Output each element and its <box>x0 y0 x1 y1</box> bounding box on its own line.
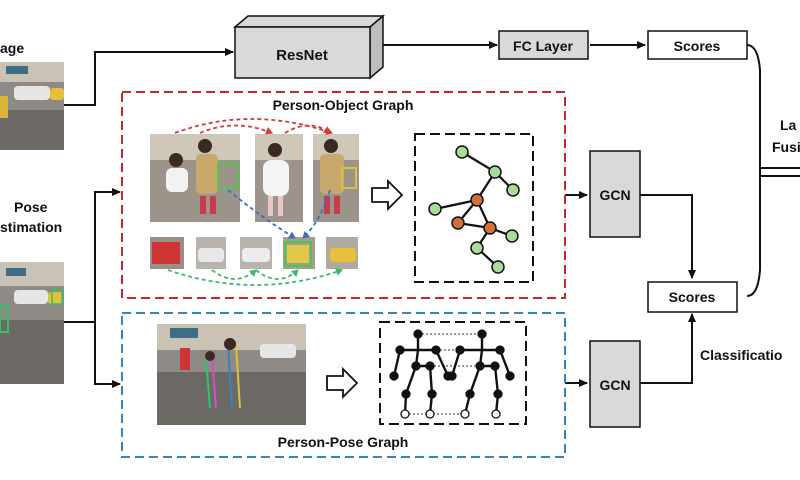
object-crop-4 <box>283 237 315 269</box>
object-crop-3 <box>240 237 272 269</box>
resnet-block <box>232 14 386 80</box>
pose-estimation-image <box>0 262 64 384</box>
input-image <box>0 62 64 150</box>
object-crop-1 <box>150 237 184 269</box>
pose-estimation-label-line1: Pose <box>14 199 48 215</box>
pose-estimation-label-line2: stimation <box>0 219 62 235</box>
relation-arcs-object <box>167 268 343 286</box>
relation-arcs-person <box>174 118 333 135</box>
pose-graph-box <box>379 321 527 425</box>
resnet-label: ResNet <box>276 47 328 64</box>
late-fusion-label-line1: La <box>780 117 797 133</box>
fc-layer-box <box>498 30 589 60</box>
gcn-top-box <box>589 150 641 238</box>
person-crop-3 <box>313 134 359 222</box>
gcn-bottom-label: GCN <box>599 377 630 393</box>
person-object-graph-frame <box>121 91 566 299</box>
late-fusion-label-line2: Fusi <box>772 139 800 155</box>
object-graph-box <box>414 133 534 283</box>
classification-label: Classificatio <box>700 347 782 363</box>
person-pose-graph-title: Person-Pose Graph <box>278 434 409 450</box>
scores-top-box <box>647 30 748 60</box>
image-label: age <box>0 40 24 56</box>
transform-arrow-pose <box>326 366 359 400</box>
object-crop-5 <box>326 237 358 269</box>
person-crop-2 <box>255 134 303 222</box>
object-graph-nodes <box>428 145 520 274</box>
pose-photo <box>157 324 306 425</box>
pose-graph-joints <box>389 329 515 419</box>
transform-arrow-object <box>371 178 404 212</box>
scores-bottom-label: Scores <box>669 289 716 305</box>
gcn-top-label: GCN <box>599 187 630 203</box>
pose-graph-skeleton <box>392 334 512 415</box>
relation-arcs-cross <box>227 189 331 239</box>
object-crop-2 <box>196 237 226 269</box>
scores-bottom-box <box>647 281 738 313</box>
fc-layer-label: FC Layer <box>513 38 573 54</box>
scores-top-label: Scores <box>674 38 721 54</box>
person-crop-1 <box>150 134 240 222</box>
person-object-graph-title: Person-Object Graph <box>273 97 414 113</box>
gcn-bottom-box <box>589 340 641 428</box>
connector-lines <box>64 41 800 388</box>
